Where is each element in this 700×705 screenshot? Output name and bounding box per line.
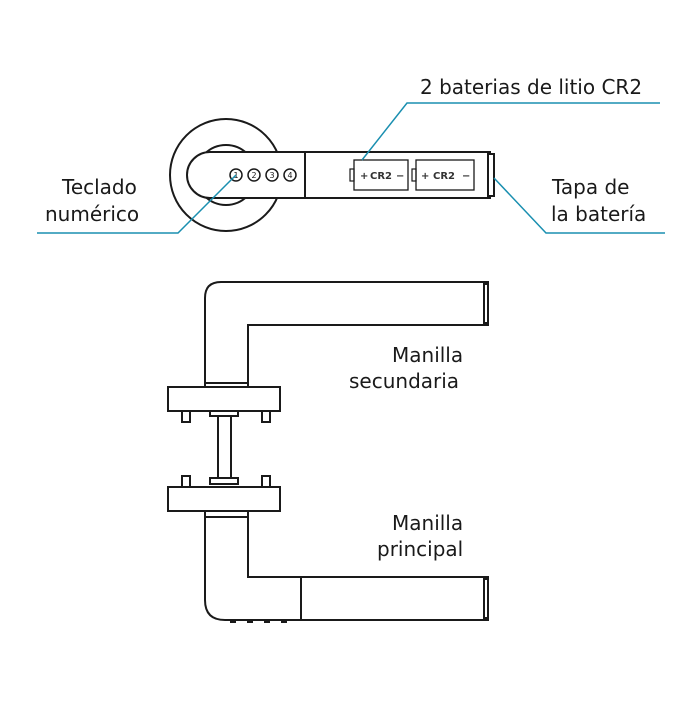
keypad-key-3-label: 3 bbox=[269, 171, 274, 180]
spindle-bottom-cap bbox=[209, 477, 239, 485]
main-lever-keypad bbox=[230, 620, 287, 623]
battery-cell-2 bbox=[411, 159, 475, 191]
leader-line-cover bbox=[493, 177, 665, 234]
main-lever bbox=[204, 516, 489, 621]
leader-line-batteries bbox=[361, 102, 660, 161]
label-cover-line1: Tapa de bbox=[551, 175, 629, 199]
label-keypad-line1: Teclado bbox=[61, 175, 137, 199]
label-secondary-line2: secundaria bbox=[349, 369, 459, 393]
label-keypad-line2: numérico bbox=[45, 202, 139, 226]
label-cover-line2: la batería bbox=[551, 202, 646, 226]
battery-cell-2-plus: + bbox=[421, 171, 429, 182]
keypad-key-4-label: 4 bbox=[287, 171, 292, 180]
battery-cell-1 bbox=[349, 159, 409, 191]
label-secondary-line1: Manilla bbox=[392, 343, 463, 367]
battery-cell-1-minus: − bbox=[396, 171, 404, 182]
spindle bbox=[217, 415, 232, 479]
upper-bolt-right bbox=[261, 410, 271, 423]
keypad-key-2 bbox=[247, 168, 261, 182]
label-main-line1: Manilla bbox=[392, 511, 463, 535]
keypad-key-2-label: 2 bbox=[251, 171, 256, 180]
secondary-lever bbox=[204, 281, 489, 388]
battery-cover-end bbox=[487, 153, 495, 197]
battery-cell-2-minus: − bbox=[462, 171, 470, 182]
keypad-key-3 bbox=[265, 168, 279, 182]
keypad-key-4 bbox=[283, 168, 297, 182]
battery-cell-2-label: CR2 bbox=[433, 171, 455, 182]
secondary-lever-end-cap bbox=[483, 283, 489, 324]
upper-rosette-collar bbox=[204, 382, 249, 388]
upper-bolt-left bbox=[181, 410, 191, 423]
label-batteries: 2 baterias de litio CR2 bbox=[420, 75, 642, 99]
top-view bbox=[169, 118, 495, 232]
keypad-key-1 bbox=[229, 168, 243, 182]
side-view bbox=[167, 281, 489, 621]
label-main-line2: principal bbox=[377, 537, 463, 561]
main-lever-end-cap bbox=[483, 578, 489, 619]
battery-cell-1-plus: + bbox=[360, 171, 368, 182]
lower-rosette-base bbox=[167, 486, 281, 512]
leader-line-keypad bbox=[37, 174, 237, 234]
upper-rosette-base bbox=[167, 386, 281, 412]
battery-cell-1-label: CR2 bbox=[370, 171, 392, 182]
top-lever-body bbox=[186, 151, 491, 199]
